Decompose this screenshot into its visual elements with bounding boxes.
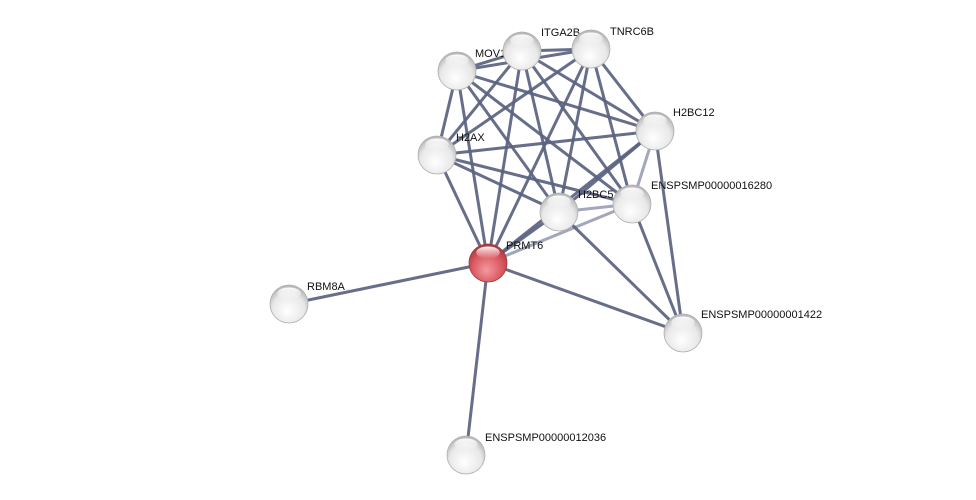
- node-mov10[interactable]: MOV10: [437, 48, 512, 91]
- node-highlight: [454, 438, 478, 451]
- edge-h2bc12-enspsmp00000001422: [653, 129, 685, 335]
- edge-h2ax-h2bc5: [435, 153, 561, 214]
- node-highlight: [476, 246, 500, 259]
- edge-enspsmp00000016280-enspsmp00000001422: [630, 202, 685, 335]
- node-rbm8a[interactable]: RBM8A: [269, 281, 346, 324]
- node-itga2b[interactable]: ITGA2B: [502, 27, 580, 71]
- node-highlight: [445, 54, 469, 67]
- node-h2ax[interactable]: H2AX: [417, 132, 485, 175]
- node-highlight: [643, 114, 667, 127]
- node-highlight: [620, 187, 644, 200]
- node-highlight: [579, 32, 603, 45]
- edge-h2ax-enspsmp00000016280: [435, 153, 634, 206]
- edge-tnrc6b-enspsmp00000016280: [589, 47, 634, 206]
- node-label: H2BC5: [578, 189, 613, 201]
- node-label: H2BC12: [673, 107, 715, 119]
- edge-h2ax-h2bc12: [435, 129, 657, 157]
- node-enspsmp00000012036[interactable]: ENSPSMP00000012036: [446, 432, 606, 475]
- node-label: ITGA2B: [541, 27, 580, 39]
- edge-tnrc6b-h2ax: [435, 47, 593, 157]
- edge-h2bc12-h2bc5: [557, 129, 657, 214]
- edge-prmt6-enspsmp00000012036: [464, 261, 490, 457]
- node-label: RBM8A: [307, 281, 346, 293]
- edge-itga2b-h2bc12: [520, 49, 657, 133]
- node-label: ENSPSMP00000012036: [485, 432, 606, 444]
- edge-prmt6-mov10: [455, 69, 490, 265]
- node-tnrc6b[interactable]: TNRC6B: [571, 26, 654, 69]
- node-highlight: [510, 34, 534, 47]
- edge-tnrc6b-h2bc5: [557, 47, 593, 214]
- node-highlight: [671, 316, 695, 329]
- node-label: ENSPSMP00000001422: [701, 309, 822, 321]
- edge-h2bc5-enspsmp00000001422: [557, 210, 685, 335]
- edge-prmt6-itga2b: [486, 49, 524, 265]
- node-highlight: [425, 138, 449, 151]
- node-prmt6[interactable]: PRMT6: [468, 240, 543, 283]
- node-h2bc12[interactable]: H2BC12: [635, 107, 715, 151]
- node-enspsmp00000001422[interactable]: ENSPSMP00000001422: [663, 309, 822, 353]
- node-enspsmp00000016280[interactable]: ENSPSMP00000016280: [612, 180, 772, 224]
- edge-mov10-h2bc5: [455, 69, 561, 214]
- node-highlight: [277, 287, 301, 300]
- edge-prmt6-enspsmp00000016280: [486, 202, 634, 265]
- node-highlight: [547, 195, 571, 208]
- edge-prmt6-h2ax: [435, 153, 490, 265]
- node-label: PRMT6: [506, 240, 543, 252]
- node-h2bc5[interactable]: H2BC5: [539, 189, 613, 232]
- node-label: H2AX: [456, 132, 485, 144]
- node-label: TNRC6B: [610, 26, 654, 38]
- edge-prmt6-rbm8a: [287, 261, 490, 306]
- edge-prmt6-tnrc6b: [486, 47, 593, 265]
- edge-prmt6-enspsmp00000001422: [486, 261, 685, 335]
- edge-itga2b-h2ax: [435, 49, 524, 157]
- edge-mov10-h2bc12: [455, 69, 657, 133]
- node-label: ENSPSMP00000016280: [651, 180, 772, 192]
